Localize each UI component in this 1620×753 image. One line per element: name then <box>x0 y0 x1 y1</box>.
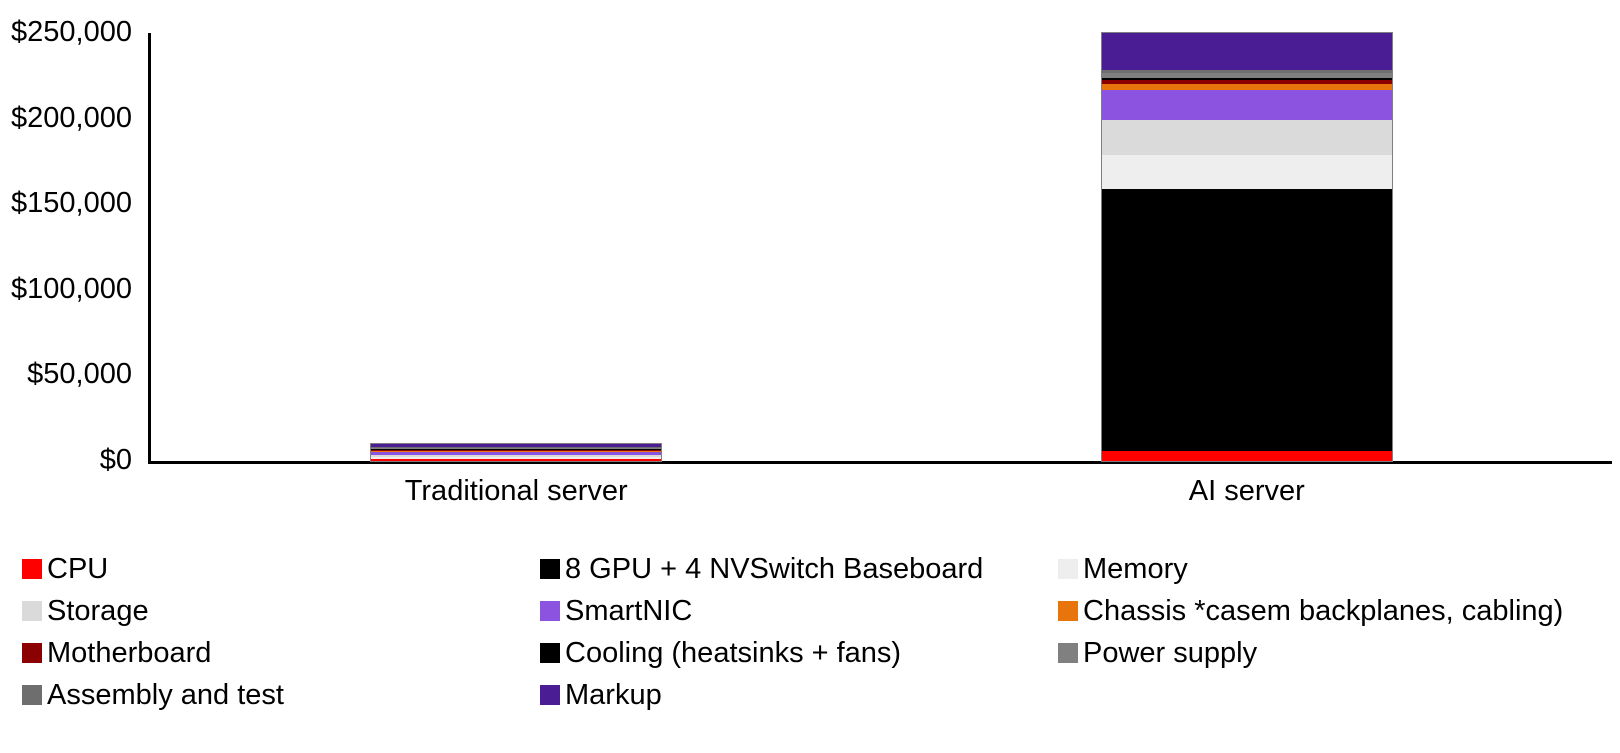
bar-segment[interactable] <box>371 449 662 452</box>
legend-item[interactable]: Power supply <box>1058 632 1257 674</box>
legend-item[interactable]: Cooling (heatsinks + fans) <box>540 632 901 674</box>
y-axis-line <box>148 33 151 461</box>
legend-label: Markup <box>565 678 662 711</box>
bar-segment[interactable] <box>1101 188 1392 451</box>
legend-label: 8 GPU + 4 NVSwitch Baseboard <box>565 552 984 585</box>
bar-segment[interactable] <box>371 451 662 453</box>
legend-item[interactable]: Markup <box>540 674 662 716</box>
legend-item[interactable]: CPU <box>22 548 108 590</box>
y-axis-tick-label: $250,000 <box>11 16 132 48</box>
legend-label: Assembly and test <box>47 678 284 711</box>
y-axis: $250,000 $200,000 $150,000 $100,000 $50,000 $… <box>0 0 140 475</box>
x-axis-line <box>148 461 1612 464</box>
bar-segment[interactable] <box>371 448 662 450</box>
bar-segment[interactable] <box>371 454 662 457</box>
legend-item[interactable]: Storage <box>22 590 149 632</box>
x-axis-tick-label: AI server <box>1188 475 1305 507</box>
legend-swatch-icon <box>540 643 560 663</box>
legend-swatch-icon <box>1058 643 1078 663</box>
bar-group <box>1100 32 1393 462</box>
bar-segment[interactable] <box>1101 154 1392 189</box>
bar-segment[interactable] <box>1101 450 1392 461</box>
plot-section: $250,000 $200,000 $150,000 $100,000 $50,000 $… <box>0 0 1612 507</box>
legend-swatch-icon <box>22 559 42 579</box>
legend-item[interactable]: Assembly and test <box>22 674 284 716</box>
legend-swatch-icon <box>540 601 560 621</box>
bar-segment[interactable] <box>1101 89 1392 121</box>
legend-item[interactable]: Chassis *casem backplanes, cabling) <box>1058 590 1563 632</box>
bar-segment[interactable] <box>1101 77 1392 81</box>
x-axis-tick-label: Traditional server <box>404 475 628 507</box>
bar-segment[interactable] <box>1101 80 1392 85</box>
bar-segment[interactable] <box>1101 84 1392 90</box>
legend-swatch-icon <box>1058 601 1078 621</box>
legend-swatch-icon <box>22 601 42 621</box>
bar-segment[interactable] <box>371 447 662 449</box>
bar-segment[interactable] <box>371 456 662 460</box>
y-axis-tick-label: $200,000 <box>11 101 132 134</box>
legend-swatch-icon <box>540 559 560 579</box>
legend-item[interactable]: Motherboard <box>22 632 211 674</box>
stacked-bar-ai-server[interactable] <box>1100 32 1393 462</box>
bar-segment[interactable] <box>371 459 662 461</box>
y-axis-tick-label: $50,000 <box>27 358 132 391</box>
legend-label: Storage <box>47 594 149 627</box>
legend-label: CPU <box>47 552 109 585</box>
bar-segment[interactable] <box>1101 69 1392 74</box>
bar-segment[interactable] <box>371 443 662 448</box>
legend-label: Cooling (heatsinks + fans) <box>565 636 902 669</box>
bar-segment[interactable] <box>1101 73 1392 78</box>
bar-segment[interactable] <box>371 449 662 450</box>
bar-segment[interactable] <box>1101 120 1392 155</box>
legend-swatch-icon <box>1058 559 1078 579</box>
legend-label: Memory <box>1083 552 1188 585</box>
y-axis-tick-label: $0 <box>99 444 132 476</box>
bar-segment[interactable] <box>1101 33 1392 70</box>
stacked-bar-traditional-server[interactable] <box>370 442 663 463</box>
legend-label: Chassis *casem backplanes, cabling) <box>1083 594 1564 627</box>
legend-label: SmartNIC <box>565 594 693 627</box>
legend-swatch-icon <box>22 685 42 705</box>
bar-group <box>370 33 663 463</box>
plot-area <box>151 32 1612 463</box>
legend-swatch-icon <box>22 643 42 663</box>
bar-segment[interactable] <box>371 452 662 455</box>
y-axis-tick-label: $100,000 <box>11 272 132 305</box>
legend-label: Power supply <box>1083 636 1258 669</box>
legend-label: Motherboard <box>47 636 212 669</box>
legend-item[interactable]: Memory <box>1058 548 1188 590</box>
legend-swatch-icon <box>540 685 560 705</box>
legend-item[interactable]: 8 GPU + 4 NVSwitch Baseboard <box>540 548 983 590</box>
y-axis-tick-label: $150,000 <box>11 187 132 220</box>
legend-item[interactable]: SmartNIC <box>540 590 692 632</box>
